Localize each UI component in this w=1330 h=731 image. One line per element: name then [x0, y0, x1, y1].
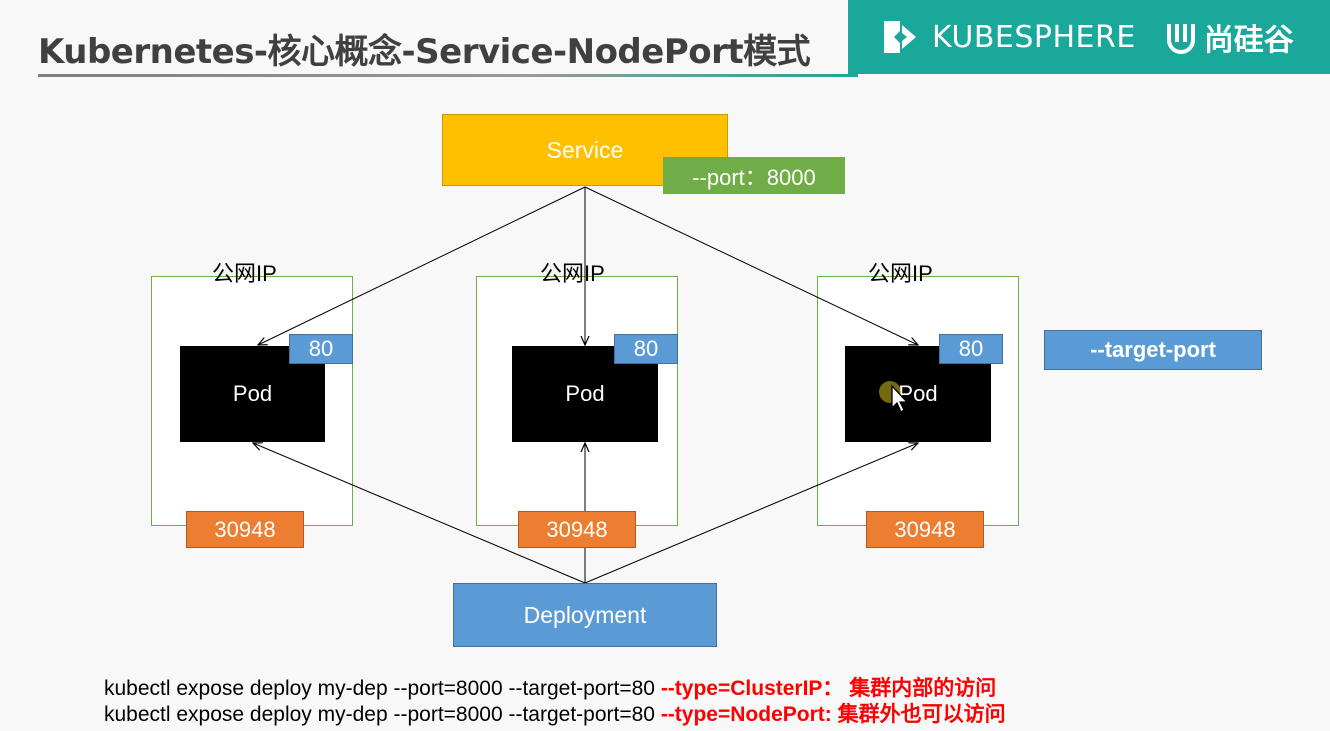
- command-line-1: kubectl expose deploy my-dep --port=8000…: [104, 672, 996, 702]
- pod-3: Pod: [845, 346, 991, 442]
- arrow-service-to-pod-1: [258, 186, 586, 345]
- node-port-badge-2: 30948: [518, 511, 636, 548]
- node-ip-label-3: 公网IP: [868, 261, 933, 286]
- title-underline: [38, 74, 858, 77]
- command-text-1: kubectl expose deploy my-dep --port=8000…: [104, 677, 661, 700]
- brand-bar: KUBESPHERE 尚硅谷: [848, 0, 1330, 74]
- target-port-label: --target-port: [1044, 330, 1262, 370]
- target-port-badge-2: 80: [614, 334, 678, 364]
- kubesphere-logo-icon: [884, 21, 916, 53]
- node-port-badge-1: 30948: [186, 511, 304, 548]
- command-text-2: kubectl expose deploy my-dep --port=8000…: [104, 703, 661, 726]
- partner-name: 尚硅谷: [1203, 23, 1294, 58]
- brand-name: KUBESPHERE: [932, 19, 1136, 55]
- command-flag-2: --type=NodePort: 集群外也可以访问: [660, 703, 1006, 726]
- arrow-deployment-to-pod-3: [584, 443, 918, 584]
- command-line-2: kubectl expose deploy my-dep --port=8000…: [104, 698, 1006, 728]
- target-port-badge-1: 80: [289, 334, 353, 364]
- node-ip-label-2: 公网IP: [540, 261, 605, 286]
- mouse-cursor-icon: [879, 381, 909, 413]
- atguigu-logo-icon: [1166, 24, 1195, 54]
- node-ip-label-1: 公网IP: [212, 261, 277, 286]
- arrow-deployment-to-pod-1: [253, 443, 586, 584]
- deployment-box: Deployment: [453, 583, 717, 647]
- target-port-badge-3: 80: [939, 334, 1003, 364]
- service-box: Service: [442, 114, 728, 186]
- command-flag-1: --type=ClusterIP： 集群内部的访问: [660, 677, 997, 700]
- service-port-badge: --port：8000: [663, 157, 845, 194]
- page-title: Kubernetes-核心概念-Service-NodePort模式: [38, 32, 811, 72]
- node-port-badge-3: 30948: [866, 511, 984, 548]
- arrow-service-to-pod-3: [584, 186, 918, 345]
